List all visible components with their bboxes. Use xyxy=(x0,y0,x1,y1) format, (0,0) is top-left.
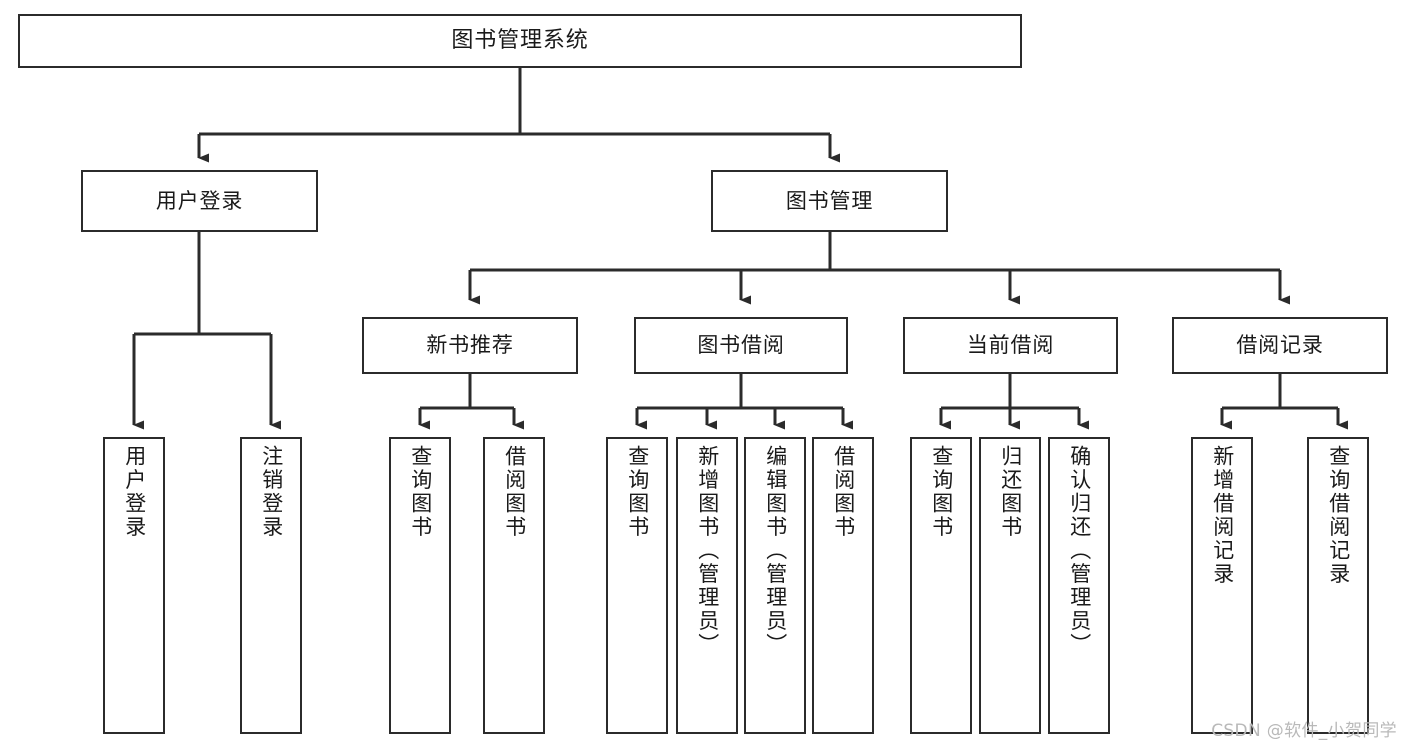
node-new-book-recommend-label: 新书推荐 xyxy=(426,333,514,358)
node-leaf-user-login[interactable]: 用户登录 xyxy=(103,437,165,734)
node-user-login[interactable]: 用户登录 xyxy=(81,170,318,232)
node-borrow-record-label: 借阅记录 xyxy=(1236,333,1324,358)
node-leaf-edit-book-label: 编辑图书（管理员） xyxy=(763,445,788,657)
node-leaf-add-record-label: 新增借阅记录 xyxy=(1210,445,1235,587)
node-leaf-confirm-return-label: 确认归还（管理员） xyxy=(1067,445,1092,657)
node-user-login-label: 用户登录 xyxy=(155,188,244,213)
node-borrow-record[interactable]: 借阅记录 xyxy=(1172,317,1388,374)
node-leaf-query-book-2-label: 查询图书 xyxy=(625,445,650,540)
node-leaf-confirm-return[interactable]: 确认归还（管理员） xyxy=(1048,437,1110,734)
node-leaf-query-book-1[interactable]: 查询图书 xyxy=(389,437,451,734)
node-book-borrow-label: 图书借阅 xyxy=(697,333,785,358)
node-root-system-label: 图书管理系统 xyxy=(451,28,589,54)
node-leaf-borrow-book-2[interactable]: 借阅图书 xyxy=(812,437,874,734)
node-leaf-query-record-label: 查询借阅记录 xyxy=(1326,445,1351,587)
node-book-manage-label: 图书管理 xyxy=(785,188,874,213)
node-leaf-logout-login[interactable]: 注销登录 xyxy=(240,437,302,734)
node-leaf-return-book[interactable]: 归还图书 xyxy=(979,437,1041,734)
node-leaf-query-book-2[interactable]: 查询图书 xyxy=(606,437,668,734)
node-leaf-return-book-label: 归还图书 xyxy=(998,445,1023,540)
node-leaf-edit-book[interactable]: 编辑图书（管理员） xyxy=(744,437,806,734)
node-leaf-add-book-label: 新增图书（管理员） xyxy=(695,445,720,657)
node-current-borrow[interactable]: 当前借阅 xyxy=(903,317,1118,374)
node-book-manage[interactable]: 图书管理 xyxy=(711,170,948,232)
node-new-book-recommend[interactable]: 新书推荐 xyxy=(362,317,578,374)
node-current-borrow-label: 当前借阅 xyxy=(966,333,1055,358)
node-leaf-borrow-book-1[interactable]: 借阅图书 xyxy=(483,437,545,734)
node-leaf-query-book-3-label: 查询图书 xyxy=(929,445,954,540)
node-leaf-logout-login-label: 注销登录 xyxy=(259,445,284,540)
csdn-watermark: CSDN @软件_小贺同学 xyxy=(1211,721,1397,741)
node-leaf-user-login-label: 用户登录 xyxy=(122,445,147,540)
node-leaf-add-book[interactable]: 新增图书（管理员） xyxy=(676,437,738,734)
node-leaf-add-record[interactable]: 新增借阅记录 xyxy=(1191,437,1253,734)
node-leaf-query-book-3[interactable]: 查询图书 xyxy=(910,437,972,734)
node-leaf-query-record[interactable]: 查询借阅记录 xyxy=(1307,437,1369,734)
node-book-borrow[interactable]: 图书借阅 xyxy=(634,317,848,374)
node-root-system[interactable]: 图书管理系统 xyxy=(18,14,1022,68)
node-leaf-borrow-book-2-label: 借阅图书 xyxy=(831,445,856,540)
node-leaf-query-book-1-label: 查询图书 xyxy=(408,445,433,540)
node-leaf-borrow-book-1-label: 借阅图书 xyxy=(502,445,527,540)
